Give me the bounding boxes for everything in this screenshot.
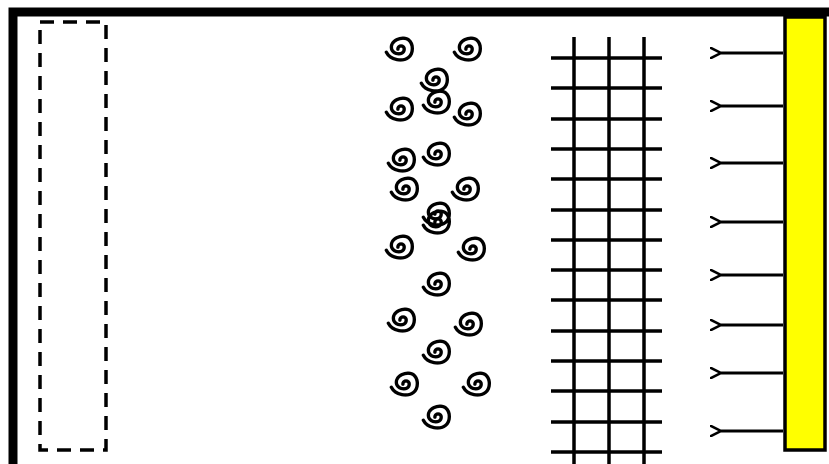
- spiral-icon: [391, 178, 417, 200]
- spiral-icon: [423, 341, 449, 363]
- spiral-icon: [463, 373, 489, 395]
- spiral-icon: [423, 91, 449, 113]
- dashed-region: [40, 22, 106, 450]
- spiral-icon: [386, 236, 412, 258]
- mesh-grid: [551, 37, 662, 464]
- spiral-icon: [455, 313, 481, 335]
- spiral-icon: [423, 406, 449, 428]
- spiral-icon: [452, 178, 478, 200]
- spiral-icon: [388, 149, 414, 171]
- spiral-icon: [454, 38, 480, 60]
- spiral-icon: [423, 273, 449, 295]
- spiral-icon: [391, 373, 417, 395]
- spiral-icon: [421, 69, 447, 91]
- spiral-icon: [423, 143, 449, 165]
- spiral-icon: [388, 309, 414, 331]
- yellow-wall: [785, 17, 825, 450]
- container-frame: [13, 12, 829, 464]
- spiral-icon: [386, 38, 412, 60]
- arrow-column: [721, 53, 783, 431]
- swirl-cluster: [386, 38, 489, 428]
- spiral-icon: [454, 103, 480, 125]
- spiral-icon: [458, 238, 484, 260]
- spiral-icon: [386, 98, 412, 120]
